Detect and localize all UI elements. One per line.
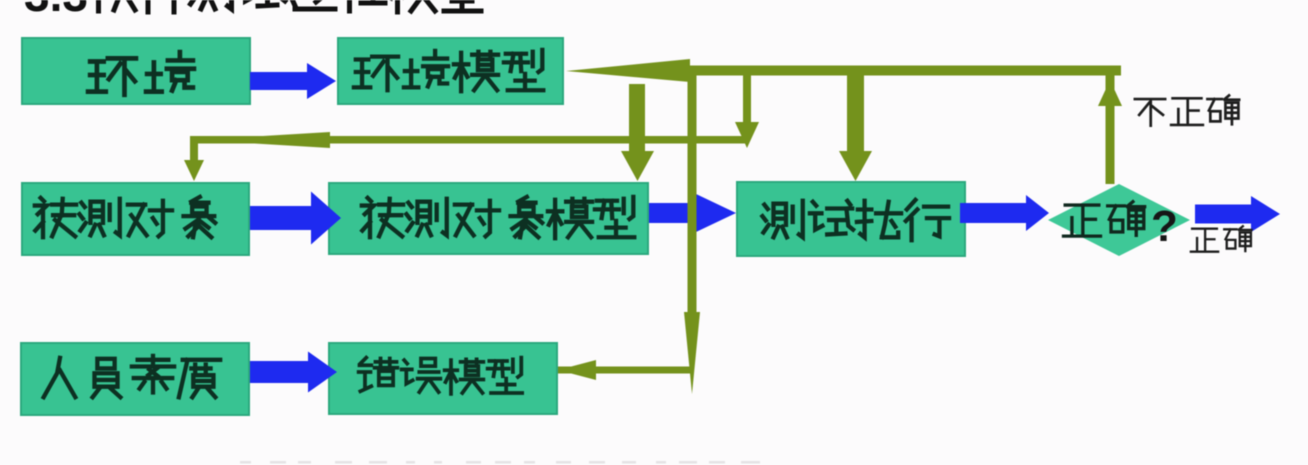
svg-text:3.3: 3.3 [24,0,88,21]
svg-text:?: ? [1151,202,1178,251]
